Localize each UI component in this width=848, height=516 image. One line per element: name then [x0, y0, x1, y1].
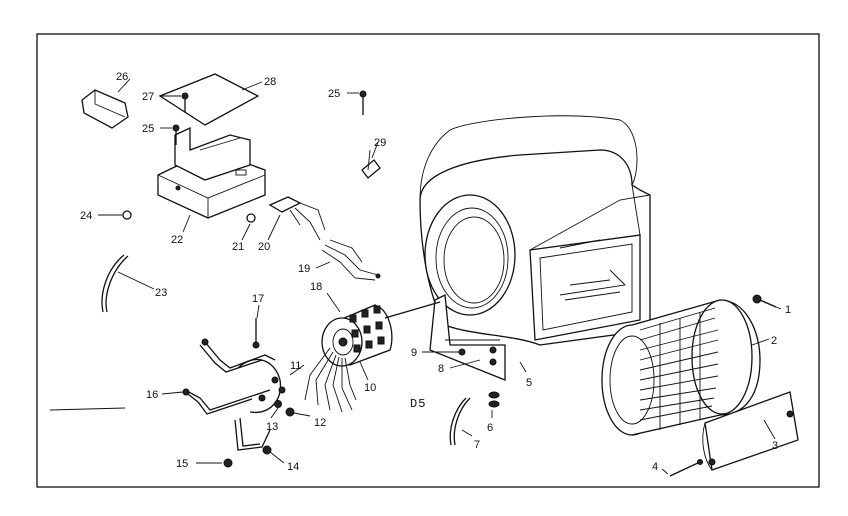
motor-mount-bracket[interactable] [429, 293, 506, 381]
part-label: 4 [652, 461, 658, 473]
part-label: 7 [474, 439, 480, 451]
screw-24[interactable] [122, 210, 132, 220]
part-label: 24 [80, 210, 92, 222]
blower-wheel[interactable] [601, 299, 761, 436]
leader-lines [98, 78, 782, 475]
screw-25-box[interactable] [172, 124, 180, 145]
clip-29[interactable] [361, 149, 381, 179]
connector-20[interactable] [268, 196, 326, 241]
part-label: 8 [438, 363, 444, 375]
diagram-frame [36, 33, 820, 488]
nut-12[interactable] [285, 407, 295, 417]
motor-leads[interactable] [304, 347, 357, 413]
bolt-14[interactable] [262, 445, 272, 455]
screw-27[interactable] [181, 92, 189, 112]
cutoff-plate[interactable] [702, 391, 799, 471]
part-label: 25 [328, 88, 340, 100]
part-label: 23 [155, 287, 167, 299]
screw-25-top[interactable] [359, 90, 367, 115]
stray-mark [49, 407, 126, 411]
part-label: 20 [258, 241, 270, 253]
part-label: 16 [146, 389, 158, 401]
strap-23[interactable] [101, 254, 129, 313]
part-label: 14 [287, 461, 299, 473]
part-label: 21 [232, 241, 244, 253]
part-label: 26 [116, 71, 128, 83]
part-label: 2 [771, 335, 777, 347]
part-label: 9 [411, 347, 417, 359]
part-label: 18 [310, 281, 322, 293]
bolt-17[interactable] [252, 318, 260, 349]
part-label: 17 [252, 293, 264, 305]
fuse-holder-26[interactable] [81, 89, 129, 129]
nut-13[interactable] [274, 386, 286, 408]
nut-15[interactable] [223, 458, 233, 468]
part-label: 19 [298, 263, 310, 275]
screw-4[interactable] [669, 459, 703, 477]
figure-code: D5 [410, 397, 426, 411]
part-label: 6 [487, 422, 493, 434]
part-label: 12 [314, 417, 326, 429]
blower-housing[interactable] [419, 115, 651, 346]
cover-plate[interactable] [158, 73, 260, 126]
part-label: 5 [526, 377, 532, 389]
wire-harness-19[interactable] [321, 239, 381, 281]
part-label: 29 [374, 137, 386, 149]
motor-mount-arms[interactable] [182, 338, 282, 451]
control-box[interactable] [157, 126, 266, 219]
part-label: 22 [171, 234, 183, 246]
grommet-6[interactable] [488, 391, 500, 408]
part-label: 25 [142, 123, 154, 135]
part-label: 27 [142, 91, 154, 103]
part-label: 13 [266, 421, 278, 433]
part-labels: 1 2 3 4 5 6 7 8 9 10 11 12 13 14 15 16 1… [80, 71, 791, 473]
part-label: 11 [290, 360, 301, 372]
part-label: 15 [176, 458, 188, 470]
part-label: 28 [264, 76, 276, 88]
strap-7[interactable] [449, 397, 471, 446]
part-label: 10 [364, 382, 376, 394]
part-label: 3 [772, 440, 778, 452]
bushing-21[interactable] [246, 213, 256, 223]
part-label: 1 [785, 304, 791, 316]
